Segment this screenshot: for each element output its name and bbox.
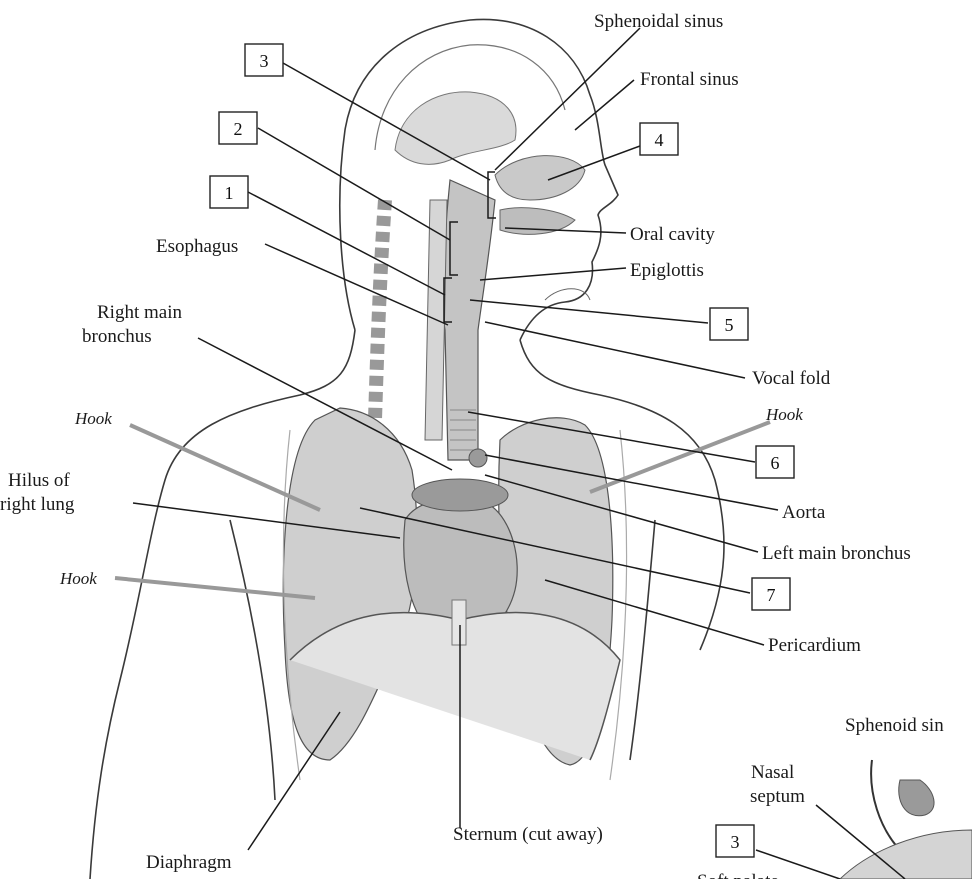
label-frontal-sinus: Frontal sinus (640, 69, 739, 90)
label-nasal-septum-1: Nasal (751, 762, 794, 783)
label-right-main-2: bronchus (82, 326, 152, 347)
leader-box-5 (470, 300, 708, 323)
inset-nasal-cavity (840, 830, 972, 879)
label-sphenoidal-sinus: Sphenoidal sinus (594, 11, 723, 32)
label-hilus-2: right lung (0, 494, 75, 515)
box-1: 1 (210, 176, 248, 208)
box-6-number: 6 (771, 453, 780, 473)
box-4-number: 4 (655, 130, 664, 150)
label-hook-left-upper: Hook (74, 409, 112, 428)
label-sternum: Sternum (cut away) (453, 824, 603, 845)
box-2: 2 (219, 112, 257, 144)
sternum-shape (452, 600, 466, 645)
box-5: 5 (710, 308, 748, 340)
leader-esophagus (265, 244, 448, 325)
nasal-cavity (495, 156, 585, 200)
box-2-number: 2 (234, 119, 243, 139)
label-hook-right-upper: Hook (765, 405, 803, 424)
inset-sphenoid (899, 780, 934, 816)
label-epiglottis: Epiglottis (630, 260, 704, 281)
label-sphenoid-sinus-inset: Sphenoid sin (845, 715, 944, 736)
box-6: 6 (756, 446, 794, 478)
label-pericardium: Pericardium (768, 635, 861, 656)
hook-right-upper-shape (590, 422, 770, 492)
label-aorta: Aorta (782, 502, 826, 523)
label-hook-left-lower: Hook (59, 569, 97, 588)
right-lung (283, 408, 417, 760)
left-arm-outline (230, 520, 275, 800)
label-diaphragm: Diaphragm (146, 852, 232, 873)
label-vocal-fold: Vocal fold (752, 368, 831, 389)
anatomy-illustration (90, 19, 972, 879)
box-7-number: 7 (767, 585, 776, 605)
box-3: 3 (245, 44, 283, 76)
brain (395, 92, 516, 164)
box-7: 7 (752, 578, 790, 610)
leader-frontal-sinus (575, 80, 634, 130)
label-esophagus: Esophagus (156, 236, 238, 257)
label-left-main-bronchus: Left main bronchus (762, 543, 911, 564)
box-3-inset: 3 (716, 825, 754, 857)
label-hilus-1: Hilus of (8, 470, 70, 491)
leader-sphenoidal-sinus (495, 28, 640, 170)
box-1-number: 1 (225, 183, 234, 203)
label-nasal-septum-2: septum (750, 786, 805, 807)
box-3-inset-number: 3 (731, 832, 740, 852)
box-5-number: 5 (725, 315, 734, 335)
box-3-number: 3 (260, 51, 269, 71)
hook-left-upper-shape (130, 425, 320, 510)
right-arm-outline (630, 520, 655, 760)
leader-epiglottis (480, 268, 626, 280)
label-soft-palate: Soft palate (697, 871, 779, 879)
box-4: 4 (640, 123, 678, 155)
label-oral-cavity: Oral cavity (630, 224, 715, 245)
aorta-shape (469, 449, 487, 467)
bronchi (412, 479, 508, 511)
label-right-main-1: Right main (97, 302, 182, 323)
